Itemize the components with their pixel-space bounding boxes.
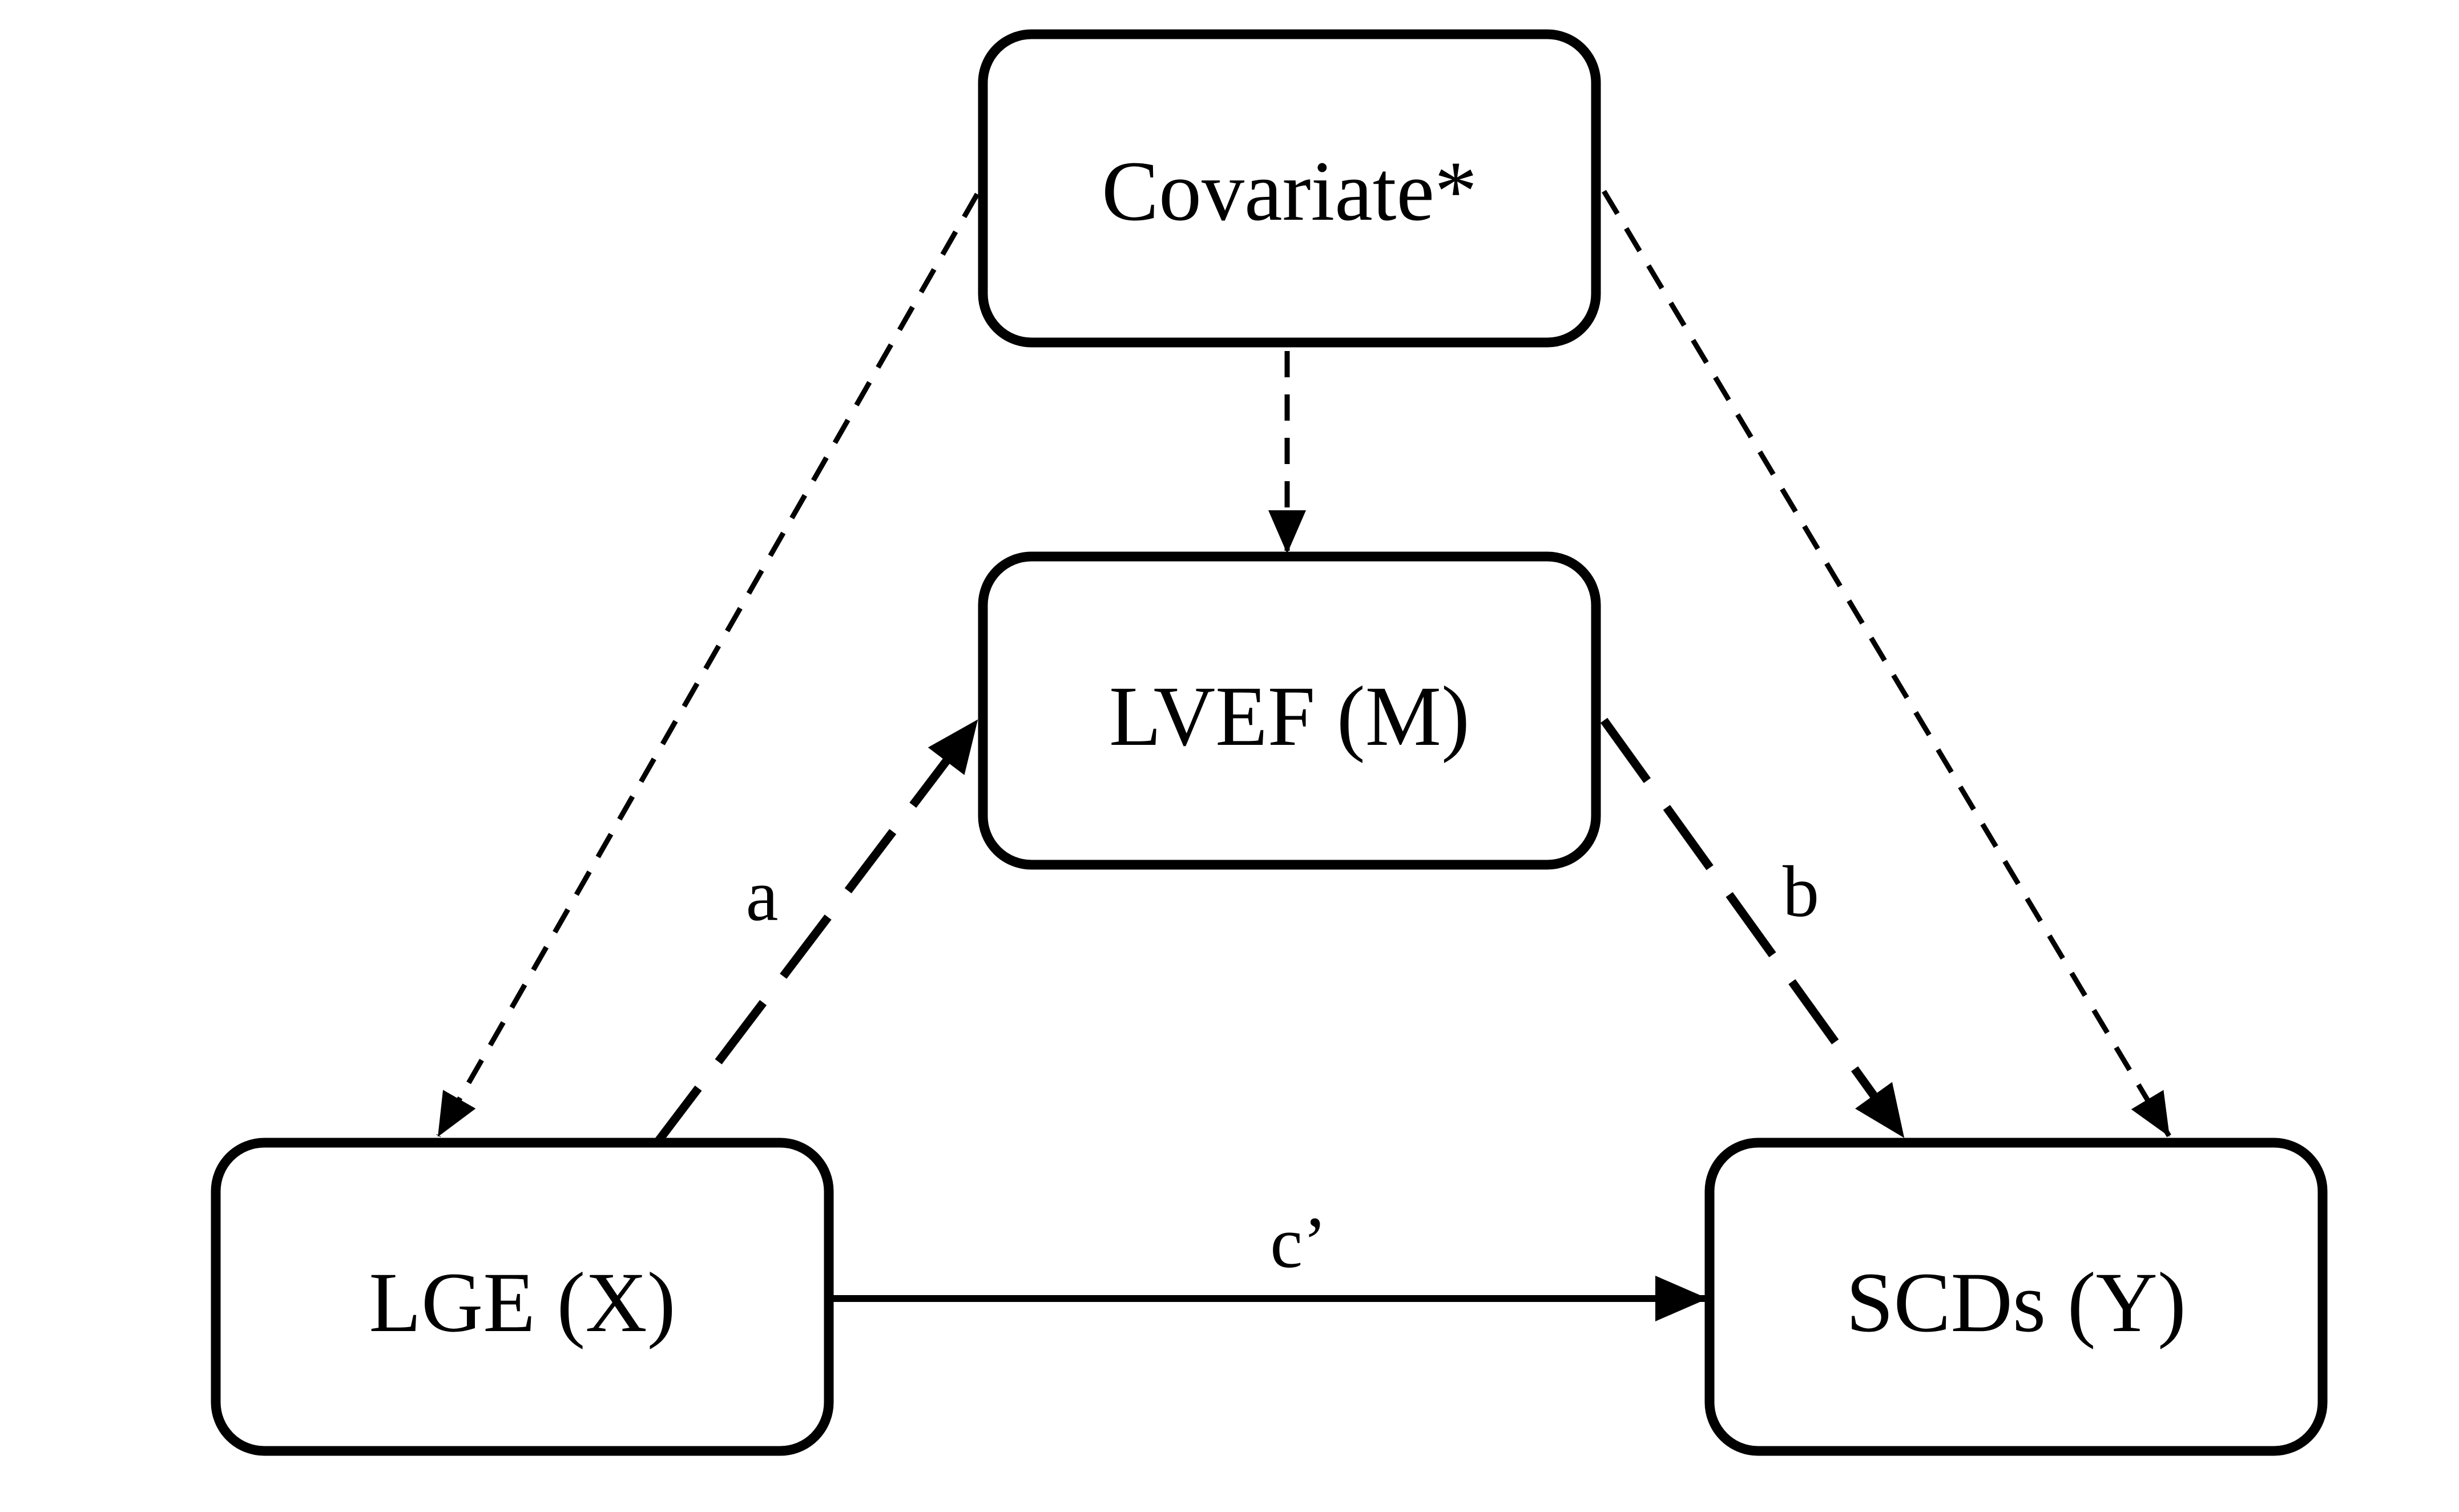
covariate-to-outcome-arrow bbox=[1602, 189, 2171, 1138]
exposure-label: LGE (X) bbox=[369, 1255, 675, 1350]
outcome-label: SCDs (Y) bbox=[1846, 1255, 2186, 1350]
path-a-arrow bbox=[650, 717, 981, 1150]
exposure-node: LGE (X) bbox=[211, 1138, 834, 1456]
path-c-prime-label: c’ bbox=[1270, 1202, 1327, 1283]
mediator-node: LVEF (M) bbox=[978, 551, 1601, 870]
path-b-arrow bbox=[1600, 717, 1908, 1140]
covariate-node: Covariate* bbox=[978, 29, 1601, 348]
covariate-label: Covariate* bbox=[1102, 144, 1477, 239]
outcome-node: SCDs (Y) bbox=[1704, 1138, 2328, 1456]
path-b-label: b bbox=[1783, 851, 1819, 932]
path-a-label: a bbox=[746, 855, 779, 936]
mediator-label: LVEF (M) bbox=[1109, 669, 1470, 764]
covariate-to-exposure-arrow bbox=[436, 192, 979, 1138]
